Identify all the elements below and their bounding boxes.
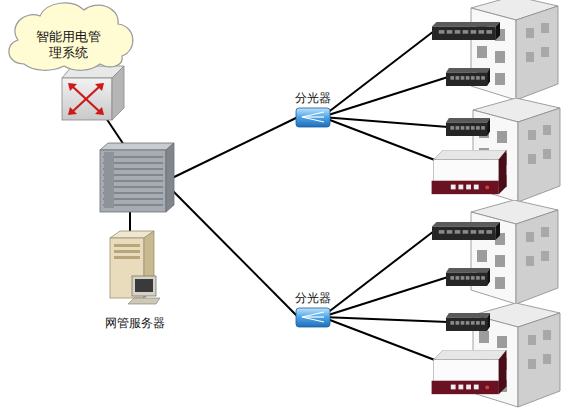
monitor <box>132 276 156 296</box>
ethernet-switch <box>446 268 490 286</box>
server-label: 网管服务器 <box>88 316 182 330</box>
splitter-device <box>296 108 330 127</box>
drive-bay <box>114 244 140 247</box>
wire <box>322 317 440 362</box>
wire <box>322 117 440 162</box>
router-arrowhead <box>95 83 104 91</box>
building <box>471 200 558 304</box>
router-front <box>62 78 112 120</box>
drive-bay <box>114 256 140 259</box>
server-illustration <box>110 231 160 304</box>
cloud-shape: 智能用电管理系统 <box>2 0 137 72</box>
device-label: 分光器 <box>286 91 340 105</box>
router-arrowhead <box>95 107 104 115</box>
device-label: 分光器 <box>286 291 340 305</box>
cloud-shape <box>9 3 133 70</box>
onu-device <box>432 150 507 194</box>
drive-bay <box>114 250 140 253</box>
monitor-screen <box>135 279 153 292</box>
wire <box>322 117 448 127</box>
router-arrowhead <box>68 107 77 115</box>
router-icon <box>62 66 124 120</box>
wire <box>322 77 448 117</box>
chassis-front <box>100 150 166 212</box>
chassis-module <box>104 152 114 208</box>
splitter-symbol <box>302 317 324 322</box>
splitter-node: 分光器 <box>286 91 340 131</box>
chassis-top <box>100 143 174 150</box>
splitter-device <box>296 308 330 327</box>
ethernet-switch <box>432 222 500 240</box>
wire <box>322 277 448 317</box>
system-label: 智能用电管理系统 <box>32 29 104 61</box>
ethernet-switch <box>432 22 500 40</box>
ethernet-switch <box>446 118 490 136</box>
wire <box>322 317 448 322</box>
splitter-node: 分光器 <box>286 291 340 331</box>
core-switch <box>100 143 174 212</box>
router-arrowhead <box>68 83 77 91</box>
wire <box>322 231 434 317</box>
wire <box>322 31 434 117</box>
router-side <box>112 66 124 120</box>
router-arrow <box>72 86 100 112</box>
router-arrow <box>72 86 100 112</box>
splitter-symbol <box>302 117 324 122</box>
splitter-symbol <box>302 112 324 117</box>
router-arrows <box>72 86 100 112</box>
chassis-side <box>166 143 174 212</box>
ethernet-switch <box>446 313 490 331</box>
splitter-symbol <box>302 312 324 317</box>
ethernet-switch <box>446 68 490 86</box>
keyboard <box>128 298 160 304</box>
onu-device <box>432 350 507 394</box>
server-node: 网管服务器 <box>88 226 182 334</box>
wire <box>168 186 298 317</box>
wire <box>168 117 298 180</box>
